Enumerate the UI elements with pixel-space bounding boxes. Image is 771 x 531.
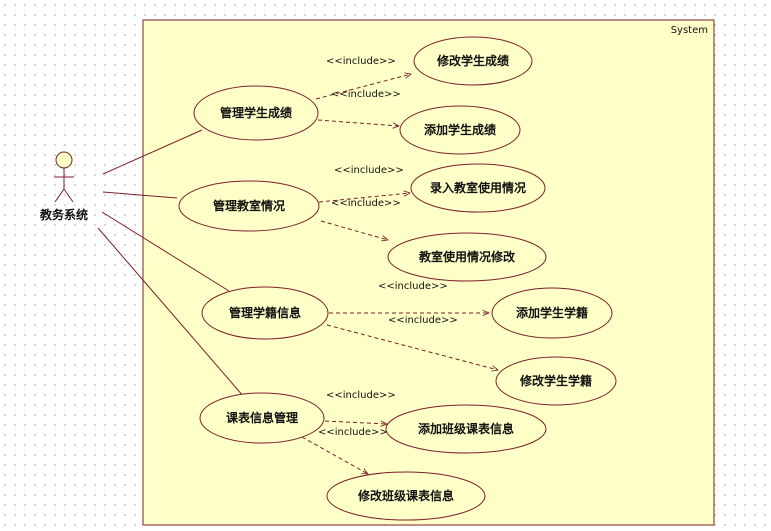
- system-title: System: [671, 25, 708, 36]
- association-line: [101, 211, 230, 292]
- include-label: <<include>>: [331, 198, 401, 209]
- use-case-edit-classroom-usage[interactable]: 教室使用情况修改: [387, 232, 547, 282]
- include-arrow: [315, 74, 411, 100]
- use-case-record-classroom-usage[interactable]: 录入教室使用情况: [410, 163, 546, 213]
- use-case-label: 修改班级课表信息: [357, 488, 454, 503]
- use-case-label: 管理教室情况: [213, 198, 285, 213]
- include-label: <<include>>: [326, 56, 396, 67]
- include-arrow: [324, 420, 387, 424]
- association-line: [97, 227, 245, 398]
- use-case-label: 课表信息管理: [226, 410, 298, 425]
- use-case-label: 添加学生学籍: [516, 305, 588, 320]
- include-label: <<include>>: [388, 315, 458, 326]
- actor-left-leg: [54, 188, 65, 203]
- use-case-label: 添加班级课表信息: [418, 421, 514, 436]
- use-case-manage-enrollment[interactable]: 管理学籍信息: [201, 286, 329, 340]
- use-case-label: 修改学生成绩: [436, 53, 509, 68]
- include-arrow: [326, 324, 498, 370]
- include-label: <<include>>: [334, 165, 404, 176]
- use-case-edit-grades[interactable]: 修改学生成绩: [413, 36, 533, 86]
- actor-head: [55, 151, 73, 169]
- include-arrow: [320, 220, 388, 240]
- use-case-add-class-timetable[interactable]: 添加班级课表信息: [385, 404, 547, 454]
- include-label: <<include>>: [331, 89, 401, 100]
- use-case-label: 添加学生成绩: [424, 122, 496, 137]
- use-case-manage-timetable[interactable]: 课表信息管理: [199, 392, 325, 444]
- actor-right-leg: [63, 188, 74, 203]
- association-line: [102, 191, 178, 199]
- use-case-label: 管理学生成绩: [220, 105, 292, 120]
- include-label: <<include>>: [378, 281, 448, 292]
- use-case-manage-classrooms[interactable]: 管理教室情况: [178, 180, 320, 232]
- actor-label: 教务系统: [39, 207, 88, 222]
- actor[interactable]: 教务系统: [39, 151, 88, 222]
- use-case-label: 管理学籍信息: [229, 305, 301, 320]
- association-line: [102, 129, 203, 175]
- include-label: <<include>>: [318, 427, 388, 438]
- include-arrow: [318, 193, 410, 203]
- use-case-edit-class-timetable[interactable]: 修改班级课表信息: [326, 471, 486, 521]
- use-case-add-enrollment[interactable]: 添加学生学籍: [491, 287, 613, 339]
- use-case-label: 修改学生学籍: [519, 373, 592, 388]
- include-label: <<include>>: [326, 390, 396, 401]
- use-case-add-grades[interactable]: 添加学生成绩: [399, 105, 521, 155]
- use-case-label: 录入教室使用情况: [430, 180, 526, 195]
- include-arrow: [301, 436, 368, 474]
- use-case-label: 教室使用情况修改: [418, 249, 516, 264]
- use-case-manage-grades[interactable]: 管理学生成绩: [193, 85, 319, 141]
- use-case-edit-enrollment[interactable]: 修改学生学籍: [495, 356, 617, 406]
